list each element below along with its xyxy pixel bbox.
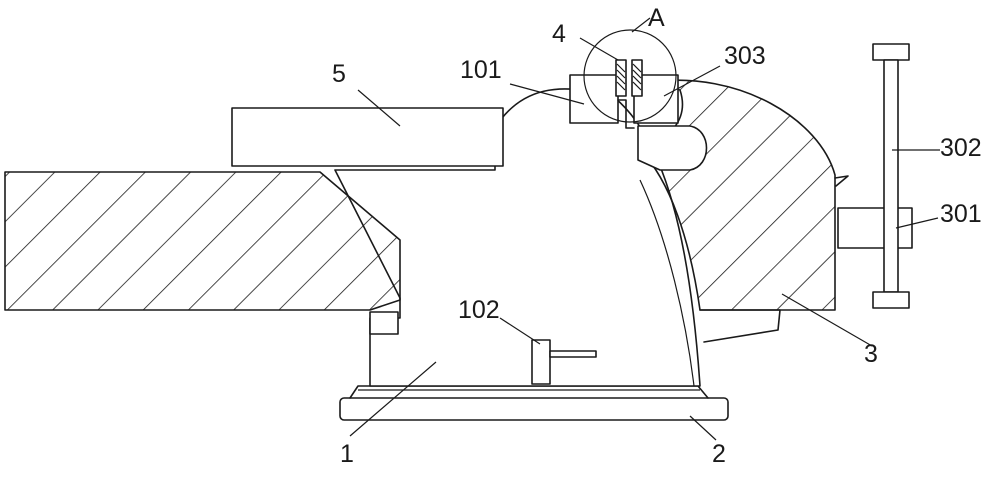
leader-lines	[349, 17, 940, 441]
label-base: 2	[712, 440, 726, 468]
left-workpiece	[4, 171, 401, 311]
label-detail: A	[648, 4, 665, 32]
label-nut: 301	[940, 200, 982, 228]
label-anvil: 5	[332, 60, 346, 88]
label-slot: 101	[460, 56, 502, 84]
jaw-lower-lip	[699, 309, 781, 343]
jaw-tab	[834, 175, 849, 187]
base-plate	[339, 385, 729, 421]
label-screw: 302	[940, 134, 982, 162]
lead-screw	[872, 43, 910, 309]
screw-nut	[837, 207, 913, 249]
slot-block	[569, 74, 619, 124]
lock-pin	[531, 339, 597, 385]
detail-circle	[583, 29, 677, 123]
jaw-pocket	[637, 125, 708, 171]
label-lock: 102	[458, 296, 500, 324]
anvil-block	[231, 107, 504, 167]
label-block: 303	[724, 42, 766, 70]
label-jaw: 3	[864, 340, 878, 368]
label-sensor: 4	[552, 20, 566, 48]
sensor-pins	[615, 59, 643, 97]
label-body: 1	[340, 440, 354, 468]
